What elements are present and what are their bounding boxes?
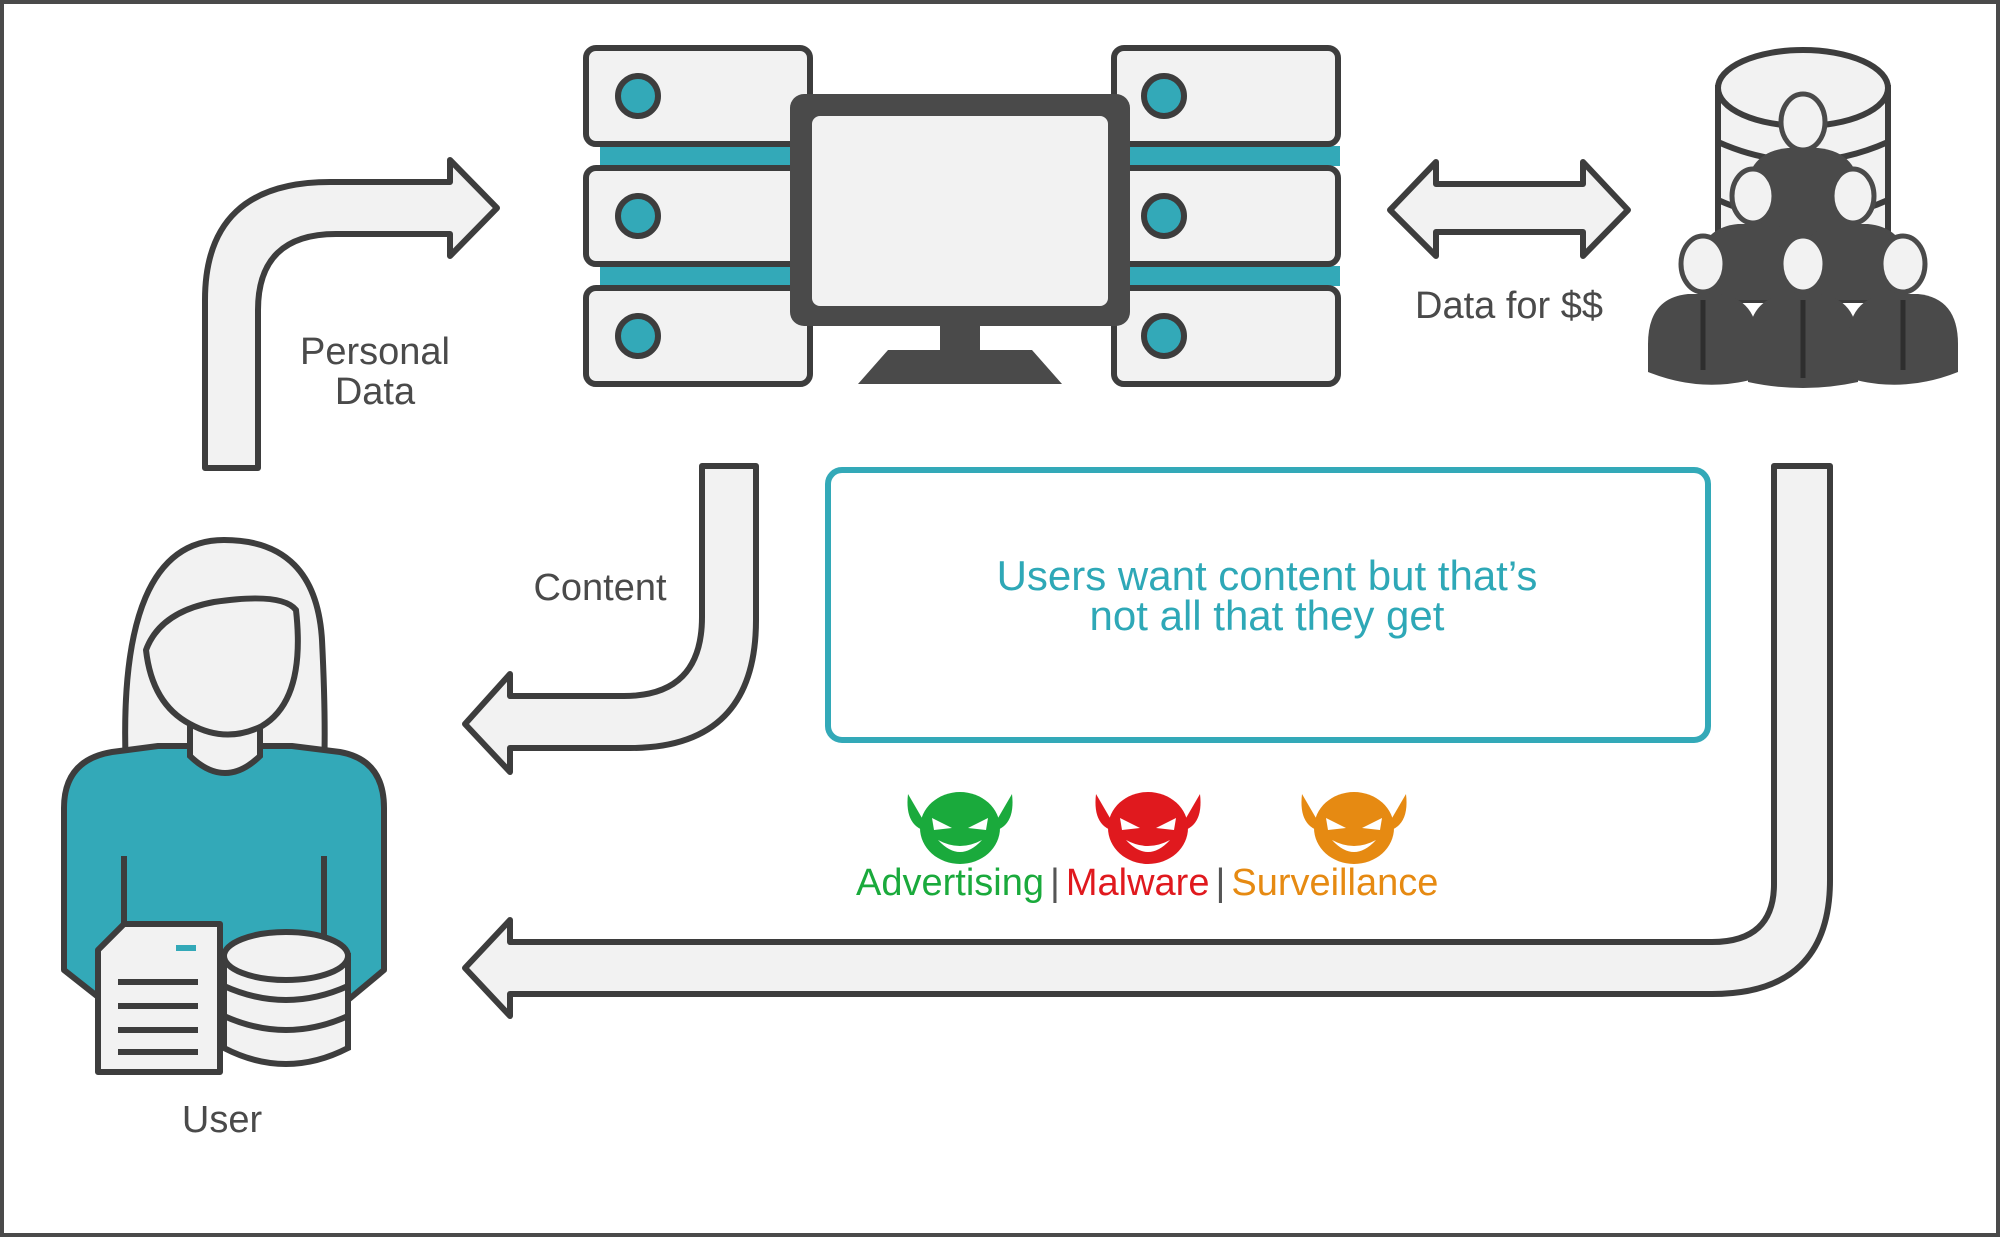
user-icon — [61, 537, 387, 1075]
surveillance-label: Surveillance — [1231, 862, 1439, 904]
threat-separator: | — [1049, 862, 1060, 904]
personal-data-label-line2: Data — [334, 371, 416, 413]
advertising-devil-icon — [907, 792, 1013, 864]
malware-devil-icon — [1095, 792, 1201, 864]
content-label: Content — [533, 567, 667, 609]
personal-data-label-line1: Personal — [300, 331, 450, 373]
threat-labels: Advertising|Malware|Surveillance — [856, 861, 1456, 905]
callout-box — [825, 467, 1711, 743]
data-exchange-arrow — [1387, 159, 1631, 259]
server-computer-icon — [583, 45, 1341, 387]
callout-text: Users want content but that’s not all th… — [827, 552, 1707, 639]
callout-line2: not all that they get — [1089, 592, 1445, 639]
threat-separator: | — [1215, 862, 1226, 904]
data-buyers-icon — [1648, 47, 1958, 388]
content-arrow — [462, 463, 759, 775]
surveillance-devil-icon — [1301, 792, 1407, 864]
personal-data-label: Personal Data — [290, 332, 460, 412]
data-for-money-label: Data for $$ — [1415, 285, 1603, 327]
malware-label: Malware — [1065, 862, 1210, 904]
advertising-label: Advertising — [856, 862, 1044, 904]
personal-data-arrow — [202, 157, 500, 471]
user-label: User — [181, 1099, 263, 1141]
threats-arrow — [462, 463, 1833, 1019]
callout-line1: Users want content but that’s — [996, 552, 1538, 599]
